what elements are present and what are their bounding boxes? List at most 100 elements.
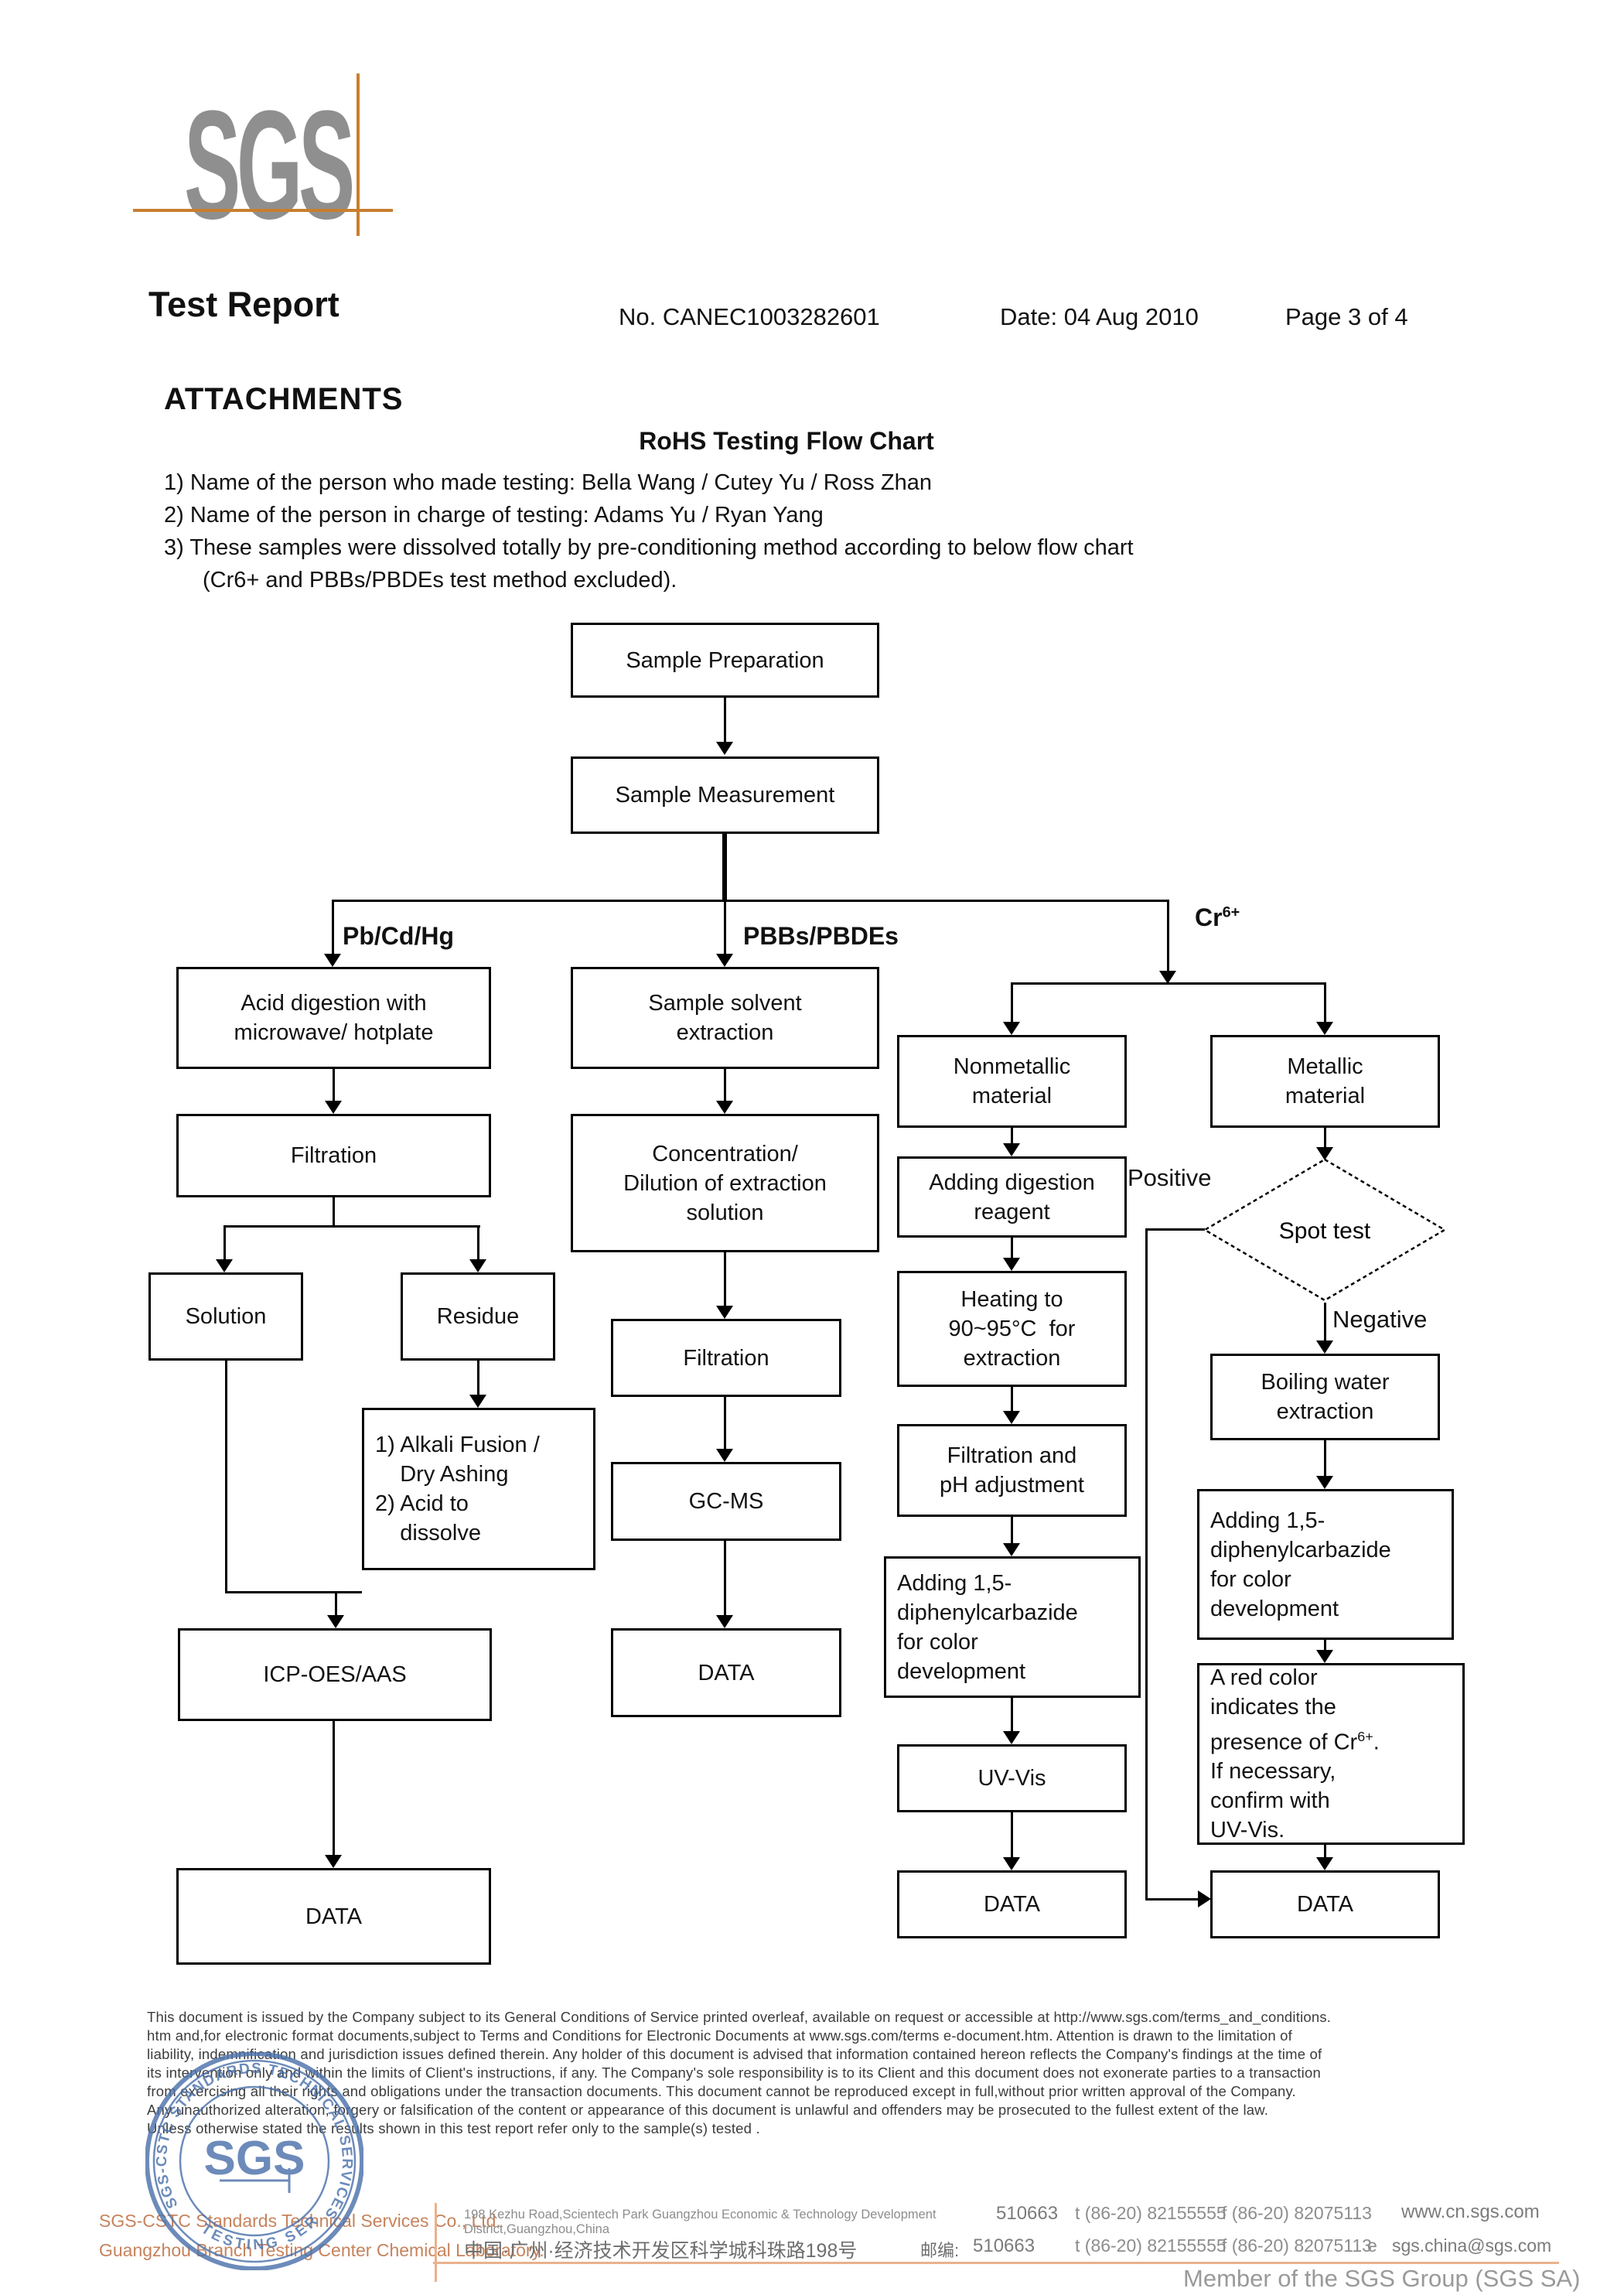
arrow-down-icon [324, 954, 341, 967]
flow-line [724, 1397, 726, 1449]
branch-label-pbbs-pbdes: PBBs/PBDEs [743, 922, 899, 950]
phone-1: t (86-20) 82155555 [1075, 2203, 1227, 2223]
node-solution: Solution [148, 1272, 303, 1361]
node-acid-digestion: Acid digestion with microwave/ hotplate [176, 967, 491, 1069]
flow-line [1324, 1440, 1326, 1476]
arrow-down-icon [1316, 1650, 1333, 1663]
address-english: 198 Kezhu Road,Scientech Park Guangzhou … [464, 2208, 937, 2236]
legal-line: from exercising all their rights and obl… [147, 2083, 1296, 2099]
sgs-logo: SGS [184, 88, 355, 243]
node-label: Sample Preparation [626, 647, 824, 673]
note-3: 3) These samples were dissolved totally … [164, 535, 1134, 560]
member-note: Member of the SGS Group (SGS SA) [1183, 2265, 1581, 2292]
address-chinese: 中国·广州·经济技术开发区科学城科珠路198号 [464, 2240, 858, 2262]
decision-spot-test: Spot test [1203, 1158, 1447, 1302]
arrow-down-icon [325, 1101, 342, 1114]
node-label: A red color indicates the presence of Cr… [1210, 1665, 1380, 1843]
node-sample-measurement: Sample Measurement [571, 756, 879, 834]
arrow-down-icon [1316, 1340, 1333, 1354]
flow-line [225, 1361, 227, 1593]
arrow-down-icon [716, 742, 733, 755]
arrow-down-icon [469, 1395, 486, 1408]
stamp-inner-ring [179, 2085, 330, 2237]
flow-line [724, 900, 726, 954]
legal-line: This document is issued by the Company s… [147, 2009, 1332, 2025]
company-stamp: SGS-CSTC STANDARDS TECHNICAL SERVICES CO… [145, 2052, 363, 2270]
node-adding-dpc-nonmetallic: Adding 1,5- diphenylcarbazide for color … [884, 1556, 1141, 1698]
arrow-down-icon [716, 1101, 733, 1114]
flow-line [1145, 1228, 1148, 1901]
postcode: 510663 [996, 2203, 1059, 2224]
node-label: Filtration [290, 1143, 377, 1168]
arrow-down-icon [1003, 1258, 1020, 1271]
arrow-down-icon [716, 1306, 733, 1319]
flow-line [1011, 1517, 1013, 1543]
stamp-middle-ring [152, 2059, 357, 2263]
node-gc-ms: GC-MS [611, 1462, 841, 1541]
branch-label-pbcdhg: Pb/Cd/Hg [343, 922, 454, 950]
decision-positive-label: Positive [1128, 1164, 1212, 1191]
legal-disclaimer: This document is issued by the Company s… [147, 2008, 1481, 2138]
fax-2: f (86-20) 82075113 [1222, 2235, 1372, 2256]
arrow-down-icon [1003, 1143, 1020, 1156]
node-metallic-material: Metallic material [1210, 1035, 1440, 1128]
flow-line [477, 1225, 479, 1259]
node-label: UV-Vis [977, 1766, 1046, 1791]
arrow-down-icon [1003, 1731, 1020, 1744]
node-label: DATA [983, 1892, 1041, 1917]
node-data-pbbs: DATA [611, 1628, 841, 1717]
decision-negative-label: Negative [1332, 1306, 1428, 1333]
arrow-down-icon [1003, 1543, 1020, 1556]
legal-line: liability, indemnification and jurisdict… [147, 2046, 1322, 2062]
node-label: Concentration/ Dilution of extraction so… [623, 1141, 827, 1225]
node-nonmetallic-material: Nonmetallic material [897, 1035, 1127, 1128]
flow-line [724, 1541, 726, 1615]
footer-divider-vertical [435, 2203, 437, 2282]
node-label: Boiling water extraction [1261, 1370, 1390, 1424]
node-alkali-fusion: 1) Alkali Fusion / Dry Ashing 2) Acid to… [362, 1408, 595, 1570]
arrow-right-icon [1198, 1890, 1211, 1907]
node-red-color-note: A red color indicates the presence of Cr… [1197, 1663, 1465, 1845]
node-label: Adding digestion reagent [929, 1170, 1095, 1224]
node-sample-solvent-extraction: Sample solvent extraction [571, 967, 879, 1069]
arrow-down-icon [325, 1855, 342, 1868]
node-label: Filtration and pH adjustment [940, 1443, 1084, 1498]
sgs-logo-text: SGS [184, 79, 355, 251]
node-label: Adding 1,5- diphenylcarbazide for color … [1210, 1508, 1391, 1621]
node-label: Metallic material [1285, 1054, 1366, 1108]
arrow-down-icon [1316, 1147, 1333, 1160]
arrow-down-icon [1003, 1022, 1020, 1035]
flow-line [1011, 1128, 1013, 1143]
footer-divider-horizontal [433, 2262, 1559, 2264]
node-label: GC-MS [688, 1489, 764, 1514]
flow-line [724, 1252, 726, 1306]
note-2: 2) Name of the person in charge of testi… [164, 503, 824, 528]
flow-line [1324, 1128, 1326, 1147]
flow-line [223, 1225, 226, 1259]
node-boiling-water-extraction: Boiling water extraction [1210, 1354, 1440, 1440]
flow-line [1324, 982, 1326, 1022]
logo-underline [133, 209, 393, 212]
flow-line [1011, 982, 1013, 1022]
node-label: Acid digestion with microwave/ hotplate [234, 991, 434, 1045]
note-3-continued: (Cr6+ and PBBs/PBDEs test method exclude… [203, 568, 677, 593]
node-label: Residue [436, 1304, 520, 1329]
node-uv-vis: UV-Vis [897, 1744, 1127, 1812]
flow-line [1167, 900, 1169, 971]
node-residue: Residue [401, 1272, 555, 1361]
flow-line [223, 1225, 480, 1228]
website: www.cn.sgs.com [1401, 2201, 1540, 2222]
flow-line [1146, 1228, 1205, 1231]
node-adding-digestion-reagent: Adding digestion reagent [897, 1156, 1127, 1238]
flow-line [1324, 1845, 1326, 1857]
flow-line [722, 834, 727, 902]
report-number: No. CANEC1003282601 [619, 303, 880, 330]
arrow-down-icon [216, 1259, 233, 1272]
page-title: Test Report [148, 285, 339, 324]
flowchart-title: RoHS Testing Flow Chart [639, 427, 934, 455]
phone-2: t (86-20) 82155555 [1075, 2235, 1227, 2256]
postcode-2: 510663 [973, 2235, 1035, 2256]
node-label: Nonmetallic material [953, 1054, 1071, 1108]
flow-line [1011, 1238, 1013, 1258]
